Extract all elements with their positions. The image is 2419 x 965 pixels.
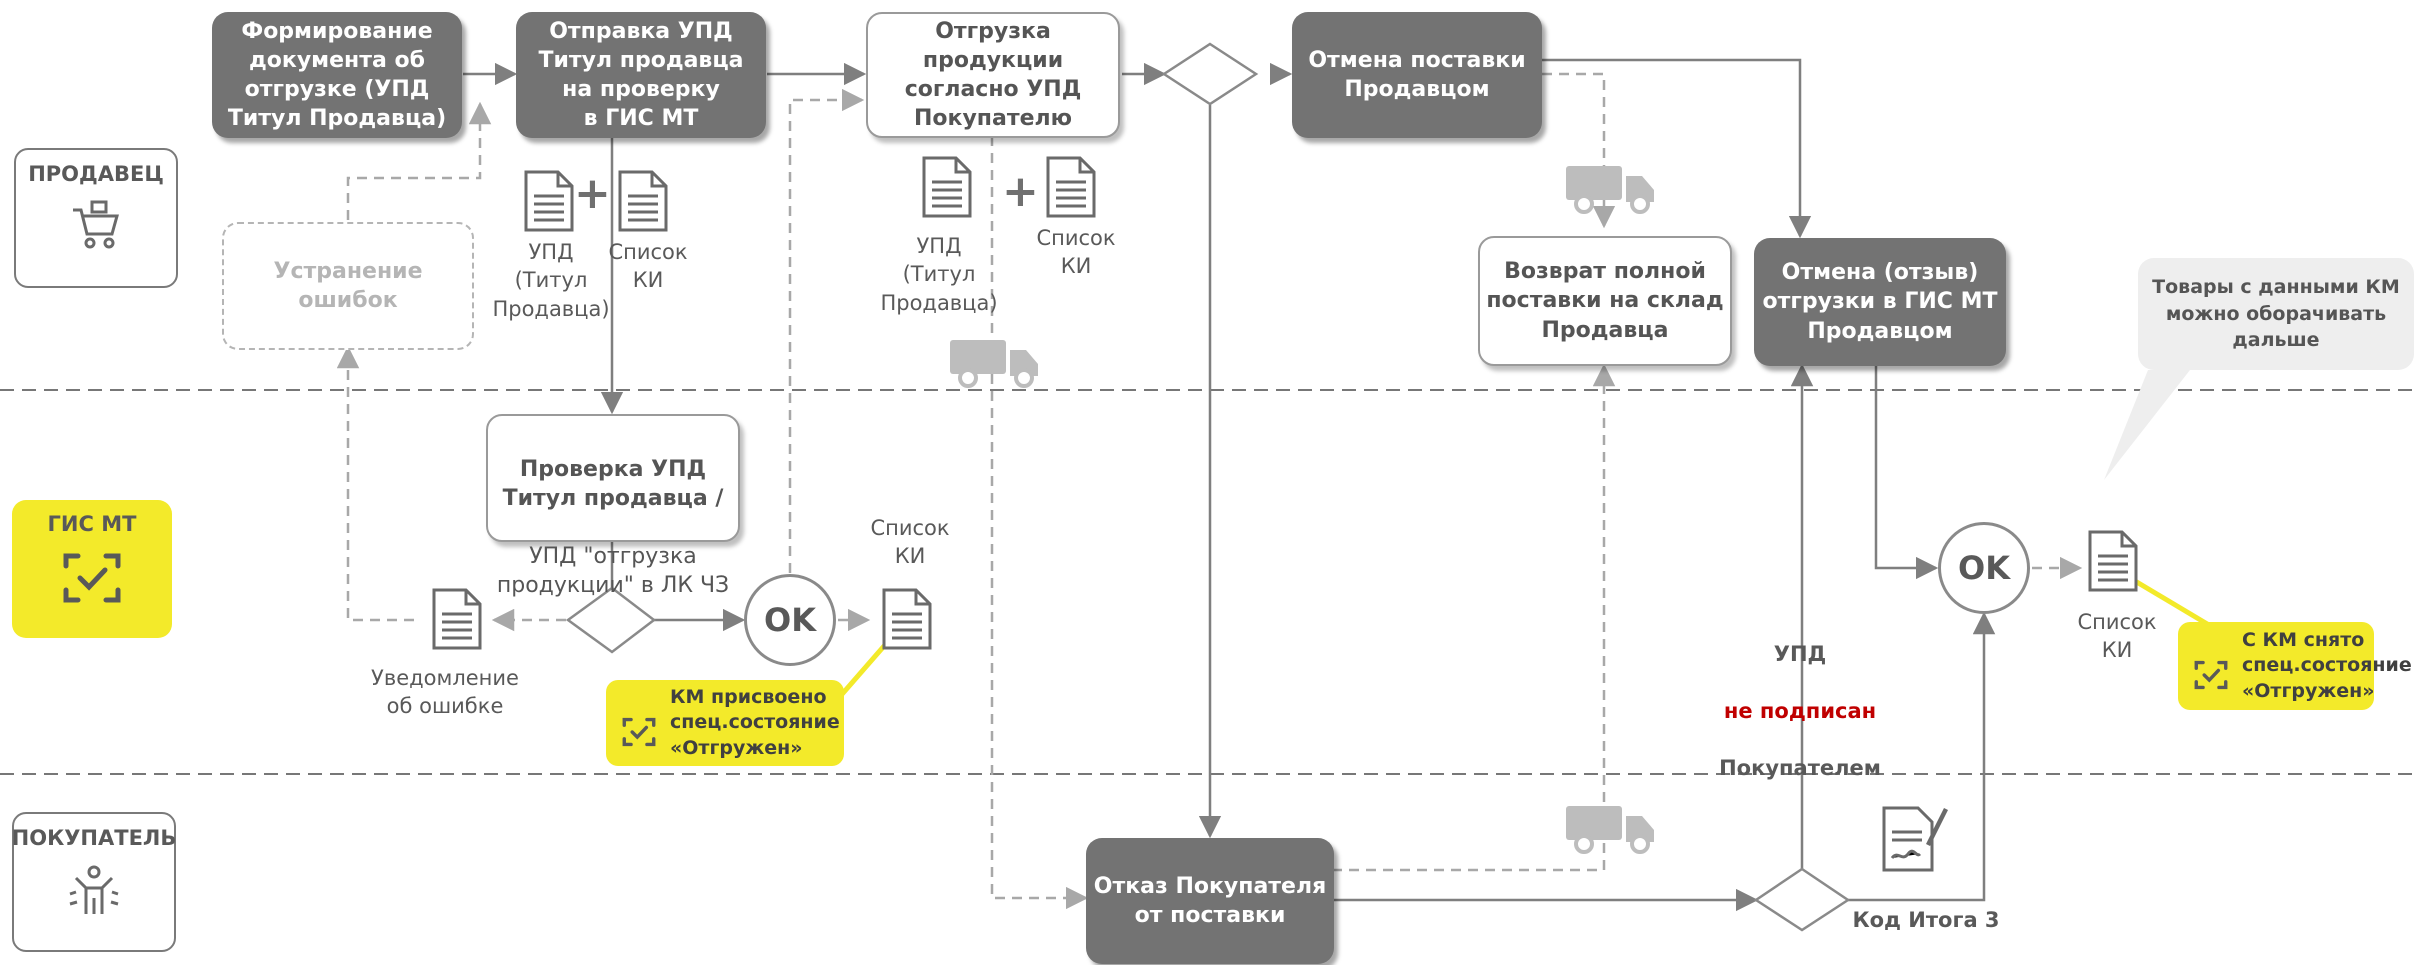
role-seller: ПРОДАВЕЦ: [14, 148, 178, 288]
km-removed-text: С КМ снято спец.состояние «Отгружен»: [2242, 628, 2412, 702]
ok-circle-left: OK: [744, 574, 836, 666]
upd-label-line1: УПД: [1773, 642, 1827, 667]
fix-errors-box[interactable]: Устранение ошибок: [222, 222, 474, 350]
document-icon: [618, 170, 668, 237]
error-notice-label: Уведомление об ошибке: [371, 666, 519, 719]
document-icon: [2088, 530, 2138, 597]
result-code-label: Код Итога 3: [1852, 908, 2000, 932]
person-icon: [68, 864, 120, 925]
shopping-cart-icon: [70, 200, 122, 257]
plus-sign: +: [1002, 166, 1039, 217]
check-upd-title: Проверка УПД Титул продавца /: [502, 457, 724, 512]
upd-seller-label: УПД (Титул Продавца): [492, 240, 610, 321]
ki-list-label: Список КИ: [2077, 610, 2157, 663]
plus-sign: +: [574, 168, 611, 219]
check-upd-box[interactable]: Проверка УПД Титул продавца / УПД "отгру…: [486, 414, 740, 598]
truck-icon: [1566, 802, 1656, 859]
turnover-callout: Товары с данными КМ можно оборачивать да…: [2138, 258, 2414, 370]
document-icon: [524, 170, 574, 237]
signed-document-icon: [1882, 800, 1948, 877]
scan-check-icon: [62, 550, 122, 611]
document-icon: [432, 588, 482, 655]
km-assigned-text: КМ присвоено спец.состояние «Отгружен»: [670, 685, 840, 759]
km-assigned-note: КМ присвоено спец.состояние «Отгружен»: [606, 680, 844, 766]
role-gis: ГИС МТ: [12, 500, 172, 638]
scan-check-icon: [2194, 633, 2228, 698]
upd-label-line2: не подписан: [1723, 699, 1877, 724]
ship-goods-box[interactable]: Отгрузка продукции согласно УПД Покупате…: [866, 12, 1120, 138]
return-supply-box[interactable]: Возврат полной поставки на склад Продавц…: [1478, 236, 1732, 366]
cancel-shipment-box[interactable]: Отмена (отзыв) отгрузки в ГИС МТ Продавц…: [1754, 238, 2006, 366]
document-icon: [1046, 156, 1096, 223]
role-buyer-label: ПОКУПАТЕЛЬ: [11, 826, 177, 850]
role-buyer: ПОКУПАТЕЛЬ: [12, 812, 176, 952]
document-icon: [922, 156, 972, 223]
upd-not-signed-label: УПД не подписан Покупателем: [1700, 612, 1900, 810]
truck-icon: [950, 336, 1040, 393]
role-seller-label: ПРОДАВЕЦ: [28, 162, 164, 186]
ki-list-label: Список КИ: [608, 240, 688, 293]
ki-list-label: Список КИ: [1036, 226, 1116, 279]
km-removed-note: С КМ снято спец.состояние «Отгружен»: [2178, 622, 2412, 710]
truck-icon: [1566, 162, 1656, 219]
form-document-box[interactable]: Формирование документа об отгрузке (УПД …: [212, 12, 462, 138]
document-icon: [882, 588, 932, 655]
buyer-refusal-box[interactable]: Отказ Покупателя от поставки: [1086, 838, 1334, 964]
check-upd-body: УПД "отгрузка продукции" в ЛК ЧЗ: [496, 544, 730, 599]
role-gis-label: ГИС МТ: [47, 512, 137, 536]
scan-check-icon: [622, 690, 656, 755]
cancel-supply-box[interactable]: Отмена поставки Продавцом: [1292, 12, 1542, 138]
ki-list-label: Список КИ: [870, 516, 950, 569]
upd-label-line3: Покупателем: [1719, 755, 1881, 780]
send-upd-box[interactable]: Отправка УПД Титул продавца на проверку …: [516, 12, 766, 138]
upd-seller-label: УПД (Титул Продавца): [880, 234, 998, 315]
ok-circle-right: OK: [1938, 522, 2030, 614]
